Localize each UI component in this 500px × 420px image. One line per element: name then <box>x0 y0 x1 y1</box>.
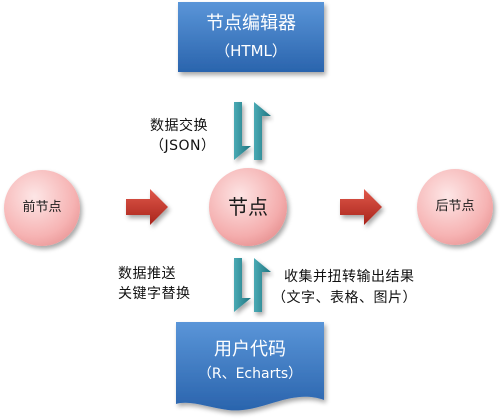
center-node <box>209 168 287 246</box>
arrow-right-icon <box>126 189 168 225</box>
arrow-up-icon <box>254 258 271 312</box>
exchange-label-line2: （JSON） <box>150 138 216 154</box>
collect-label-line2: （文字、表格、图片） <box>272 290 417 306</box>
collect-label-line1: 收集并扭转输出结果 <box>284 269 415 285</box>
arrow-down-icon <box>234 102 251 160</box>
exchange-label-line1: 数据交换 <box>150 118 208 134</box>
code-box <box>176 322 324 411</box>
next-node-label: 后节点 <box>435 199 475 214</box>
push-label-line1: 数据推送 <box>118 266 176 282</box>
editor-box-subtitle: （HTML） <box>215 42 287 60</box>
code-box-title: 用户代码 <box>214 339 286 360</box>
editor-box <box>178 2 324 72</box>
prev-node-label: 前节点 <box>22 200 62 215</box>
prev-node <box>4 170 80 246</box>
editor-box-title: 节点编辑器 <box>206 13 296 34</box>
arrow-up-icon <box>254 102 271 160</box>
push-label-line2: 关键字替换 <box>118 286 191 302</box>
center-node-label: 节点 <box>228 195 268 219</box>
arrow-down-icon <box>234 258 251 312</box>
arrow-right-icon <box>340 189 382 225</box>
next-node <box>417 169 493 245</box>
code-box-subtitle: （R、Echarts） <box>197 366 303 382</box>
